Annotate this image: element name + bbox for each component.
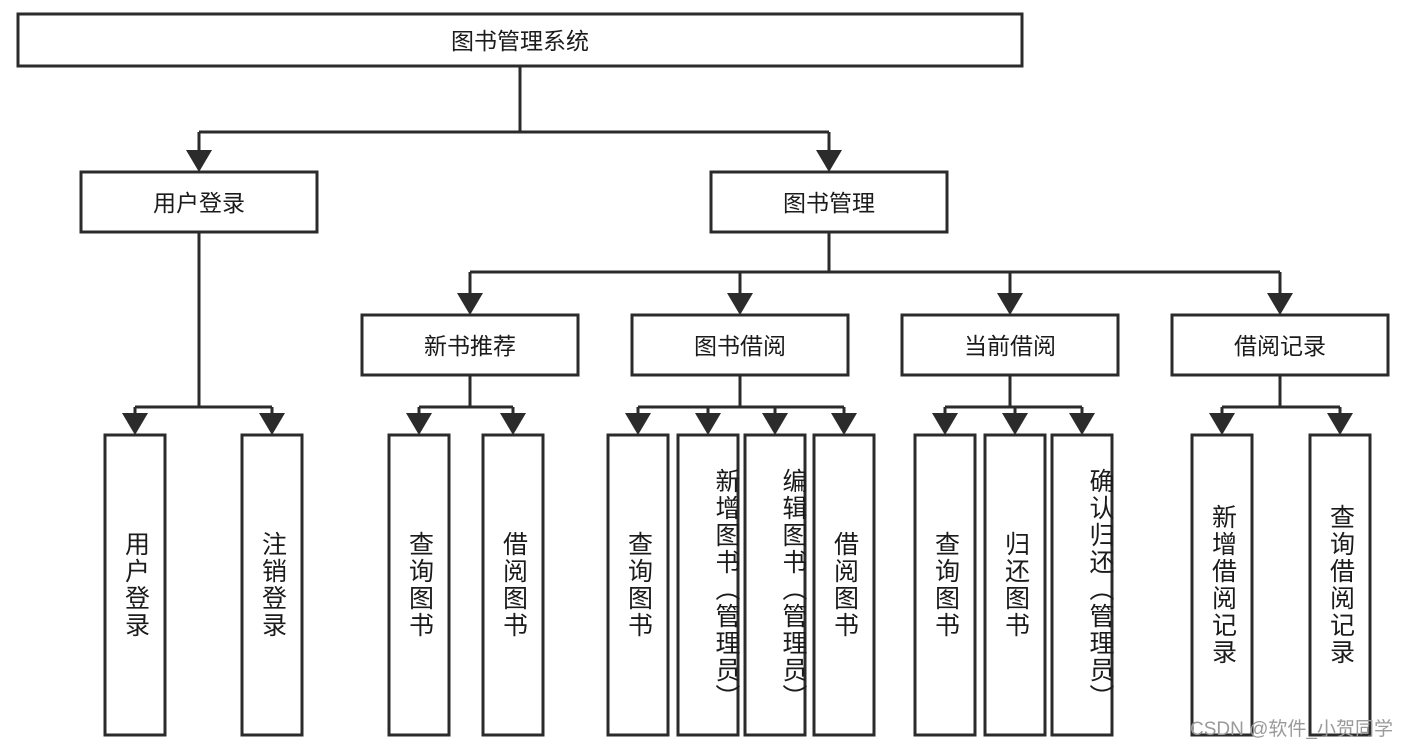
node-leaf-1[interactable] bbox=[240, 433, 304, 737]
edge-arrow-books-0 bbox=[457, 293, 483, 315]
node-leaf-3[interactable] bbox=[481, 433, 545, 737]
node-leaf-11[interactable] bbox=[1190, 433, 1254, 737]
edge-arrow-current-2 bbox=[1069, 413, 1095, 435]
node-leaf-7[interactable] bbox=[812, 433, 876, 737]
node-level3-3[interactable] bbox=[1170, 313, 1390, 377]
node-leaf-9[interactable] bbox=[983, 433, 1047, 737]
node-level2-0[interactable] bbox=[79, 170, 319, 234]
node-level3-3-label: 借阅记录 bbox=[1234, 333, 1326, 359]
edge-arrow-borrow-3 bbox=[831, 413, 857, 435]
node-leaf-8[interactable] bbox=[913, 433, 977, 737]
node-level3-1[interactable] bbox=[630, 313, 850, 377]
node-root-label: 图书管理系统 bbox=[451, 28, 589, 54]
node-level2-1-label: 图书管理 bbox=[783, 190, 875, 216]
node-level3-0-label: 新书推荐 bbox=[424, 333, 516, 359]
edge-arrow-books-1 bbox=[727, 293, 753, 315]
node-leaf-6[interactable] bbox=[743, 433, 807, 737]
node-layer bbox=[16, 12, 1390, 737]
node-level3-1-label: 图书借阅 bbox=[694, 333, 786, 359]
node-leaf-2[interactable] bbox=[387, 433, 451, 737]
edge-arrow-root-1 bbox=[816, 150, 842, 172]
node-level2-1[interactable] bbox=[709, 170, 949, 234]
edge-arrow-borrow-0 bbox=[625, 413, 651, 435]
node-leaf-4[interactable] bbox=[606, 433, 670, 737]
node-level3-0[interactable] bbox=[360, 313, 580, 377]
edge-arrow-record-1 bbox=[1327, 413, 1353, 435]
edge-arrow-newbook-0 bbox=[406, 413, 432, 435]
node-leaf-5[interactable] bbox=[676, 433, 740, 737]
edge-arrow-newbook-1 bbox=[500, 413, 526, 435]
edge-arrow-borrow-1 bbox=[695, 413, 721, 435]
node-leaf-10[interactable] bbox=[1050, 433, 1114, 737]
node-root[interactable] bbox=[16, 12, 1024, 68]
edge-arrow-login-1 bbox=[259, 413, 285, 435]
edge-arrow-login-0 bbox=[122, 413, 148, 435]
edge-arrow-borrow-2 bbox=[762, 413, 788, 435]
connector-layer bbox=[122, 66, 1353, 435]
edge-arrow-books-3 bbox=[1267, 293, 1293, 315]
node-level3-2[interactable] bbox=[900, 313, 1120, 377]
edge-arrow-record-0 bbox=[1209, 413, 1235, 435]
edge-arrow-root-0 bbox=[186, 150, 212, 172]
node-level2-0-label: 用户登录 bbox=[153, 190, 245, 216]
node-leaf-12[interactable] bbox=[1308, 433, 1372, 737]
edge-arrow-current-0 bbox=[932, 413, 958, 435]
edge-arrow-current-1 bbox=[1002, 413, 1028, 435]
edge-arrow-books-2 bbox=[997, 293, 1023, 315]
node-level3-2-label: 当前借阅 bbox=[964, 333, 1056, 359]
node-leaf-0[interactable] bbox=[103, 433, 167, 737]
